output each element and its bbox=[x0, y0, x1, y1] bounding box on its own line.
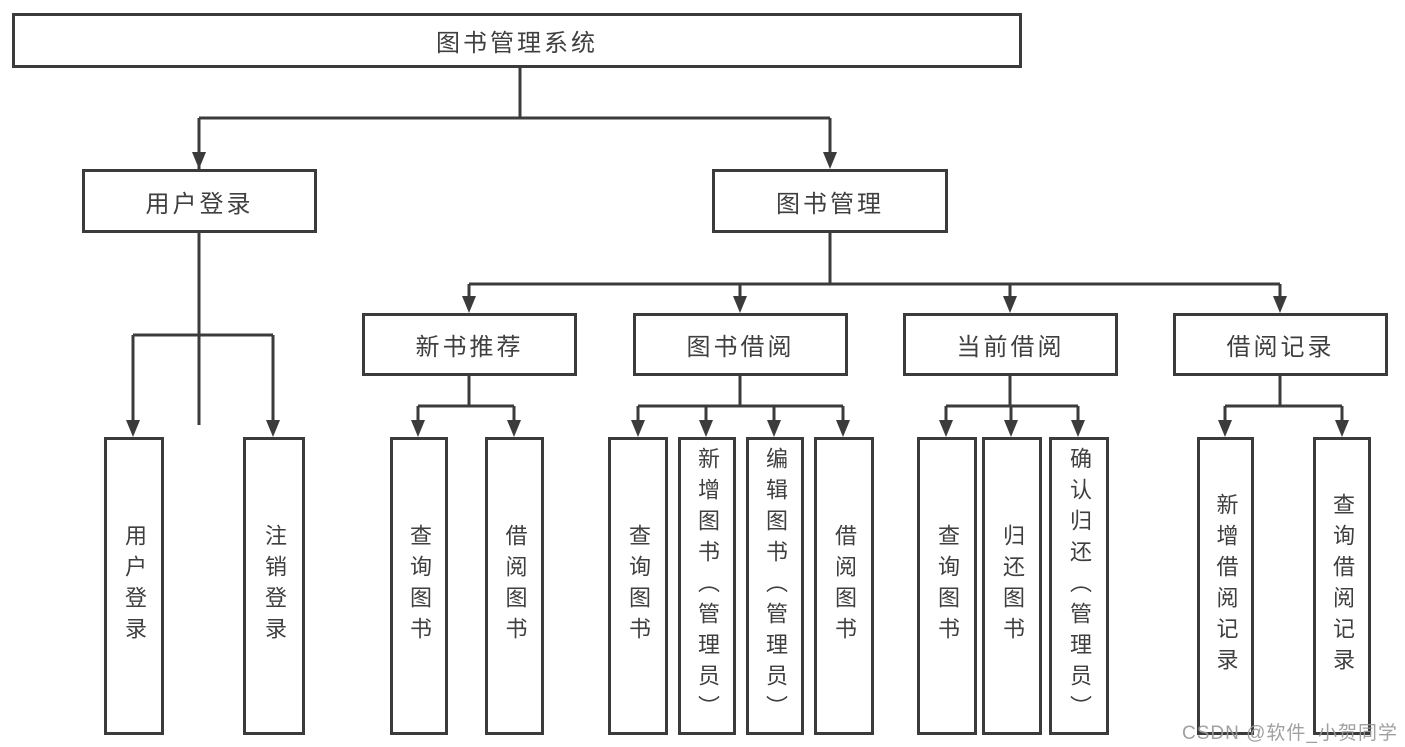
arrowhead bbox=[733, 296, 747, 313]
connector-user-login-to-leaves bbox=[126, 233, 280, 437]
leaf-label: 查询图书 bbox=[407, 524, 432, 648]
leaf-logout: 注销登录 bbox=[243, 437, 305, 735]
connector-line bbox=[636, 376, 845, 422]
node-book-borrow: 图书借阅 bbox=[633, 313, 848, 376]
leaf-label: 查询图书 bbox=[935, 524, 960, 648]
connector-line bbox=[467, 233, 1282, 298]
leaf-query-books-recommend: 查询图书 bbox=[390, 437, 448, 735]
connector-line bbox=[1223, 376, 1344, 422]
arrowhead bbox=[462, 296, 476, 313]
node-book-management: 图书管理 bbox=[712, 169, 948, 233]
leaf-query-books-borrow: 查询图书 bbox=[608, 437, 668, 735]
connector-line bbox=[944, 376, 1080, 422]
node-new-book-recommend: 新书推荐 bbox=[362, 313, 577, 376]
connector-root-to-level2 bbox=[192, 68, 837, 425]
arrowhead bbox=[126, 420, 140, 437]
leaf-label: 借阅图书 bbox=[502, 524, 528, 648]
arrowhead bbox=[1071, 420, 1085, 437]
arrowhead bbox=[1003, 296, 1017, 313]
leaf-label: 新增借阅记录 bbox=[1213, 493, 1239, 679]
leaf-borrow-books-recommend: 借阅图书 bbox=[485, 437, 544, 735]
arrowhead bbox=[767, 420, 781, 437]
leaf-label: 确认归还（管理员） bbox=[1067, 446, 1092, 726]
node-user-login: 用户登录 bbox=[82, 169, 317, 233]
connector-borrow-record-to-leaves bbox=[1218, 376, 1349, 437]
leaf-label: 新增图书（管理员） bbox=[695, 446, 720, 726]
arrowhead bbox=[411, 420, 425, 437]
connector-new-book-recommend-to-leaves bbox=[411, 376, 521, 437]
arrowhead bbox=[939, 420, 953, 437]
arrowhead bbox=[1335, 420, 1349, 437]
leaf-return-books: 归还图书 bbox=[982, 437, 1042, 735]
connector-book-borrow-to-leaves bbox=[631, 376, 850, 437]
leaf-user-login: 用户登录 bbox=[104, 437, 164, 735]
leaf-label: 归还图书 bbox=[1000, 524, 1025, 648]
arrowhead bbox=[836, 420, 850, 437]
arrowhead bbox=[1273, 296, 1287, 313]
connector-line bbox=[197, 68, 832, 425]
connector-current-borrow-to-leaves bbox=[939, 376, 1085, 437]
leaf-add-borrow-record: 新增借阅记录 bbox=[1197, 437, 1254, 735]
connector-line bbox=[416, 376, 516, 422]
arrowhead bbox=[1004, 420, 1018, 437]
leaf-label: 查询借阅记录 bbox=[1330, 493, 1355, 679]
leaf-query-borrow-record: 查询借阅记录 bbox=[1313, 437, 1371, 735]
arrowhead bbox=[266, 420, 280, 437]
leaf-label: 查询图书 bbox=[626, 524, 651, 648]
node-current-borrow: 当前借阅 bbox=[903, 313, 1118, 376]
arrowhead bbox=[507, 420, 521, 437]
connector-line bbox=[131, 233, 275, 422]
arrowhead bbox=[192, 152, 206, 169]
leaf-add-books-admin: 新增图书（管理员） bbox=[678, 437, 736, 735]
arrowhead bbox=[1218, 420, 1232, 437]
leaf-edit-books-admin: 编辑图书（管理员） bbox=[746, 437, 804, 735]
leaf-label: 用户登录 bbox=[122, 524, 147, 648]
leaf-confirm-return-admin: 确认归还（管理员） bbox=[1049, 437, 1109, 735]
connector-book-management-to-level3 bbox=[462, 233, 1287, 313]
leaf-borrow-books: 借阅图书 bbox=[814, 437, 874, 735]
arrowhead bbox=[631, 420, 645, 437]
csdn-watermark: CSDN @软件_小贺同学 bbox=[1182, 723, 1398, 744]
leaf-query-books-current: 查询图书 bbox=[917, 437, 977, 735]
arrowhead bbox=[699, 420, 713, 437]
leaf-label: 编辑图书（管理员） bbox=[763, 446, 788, 726]
leaf-label: 借阅图书 bbox=[832, 524, 857, 648]
leaf-label: 注销登录 bbox=[262, 524, 287, 648]
node-borrow-record: 借阅记录 bbox=[1173, 313, 1388, 376]
node-root-system: 图书管理系统 bbox=[12, 13, 1022, 68]
arrowhead bbox=[823, 152, 837, 169]
